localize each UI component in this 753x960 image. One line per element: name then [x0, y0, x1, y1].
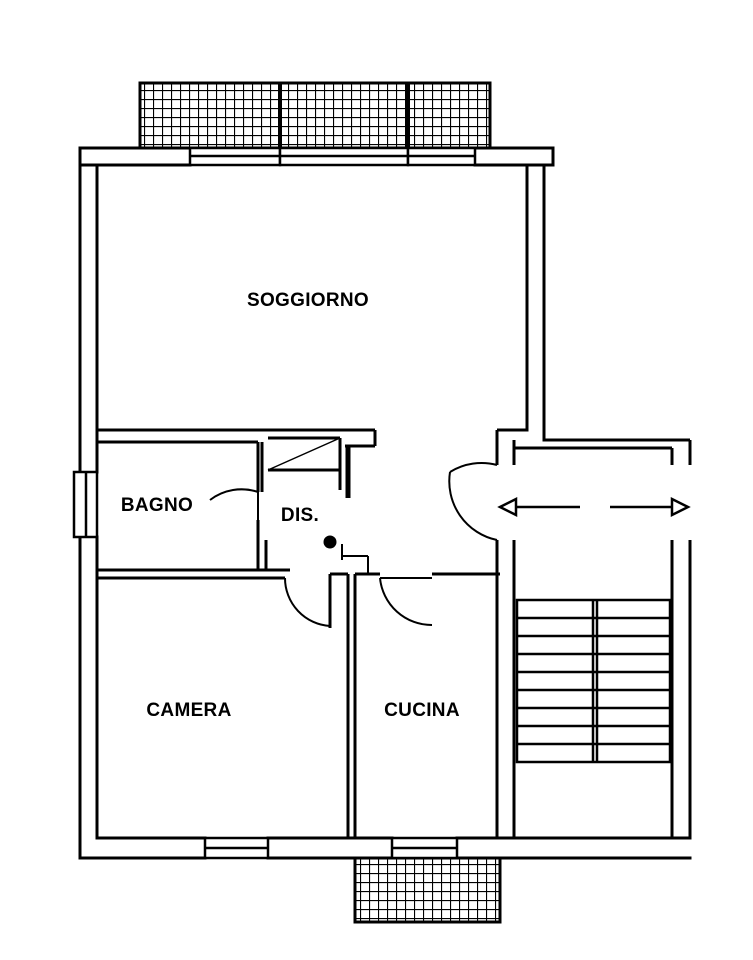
- windows: [72, 146, 477, 860]
- outer-walls: [78, 146, 692, 860]
- interior-walls: [97, 428, 692, 838]
- room-label-cucina: CUCINA: [384, 700, 460, 721]
- landing-arrow: [497, 496, 691, 518]
- room-label-dis: DIS.: [281, 505, 319, 526]
- staircase: [515, 598, 672, 764]
- room-label-camera: CAMERA: [146, 700, 231, 721]
- room-label-bagno: BAGNO: [121, 495, 193, 516]
- top-balcony: [138, 81, 492, 150]
- bottom-balcony: [353, 856, 502, 924]
- door-swings: [209, 462, 498, 627]
- room-label-soggiorno: SOGGIORNO: [247, 290, 369, 311]
